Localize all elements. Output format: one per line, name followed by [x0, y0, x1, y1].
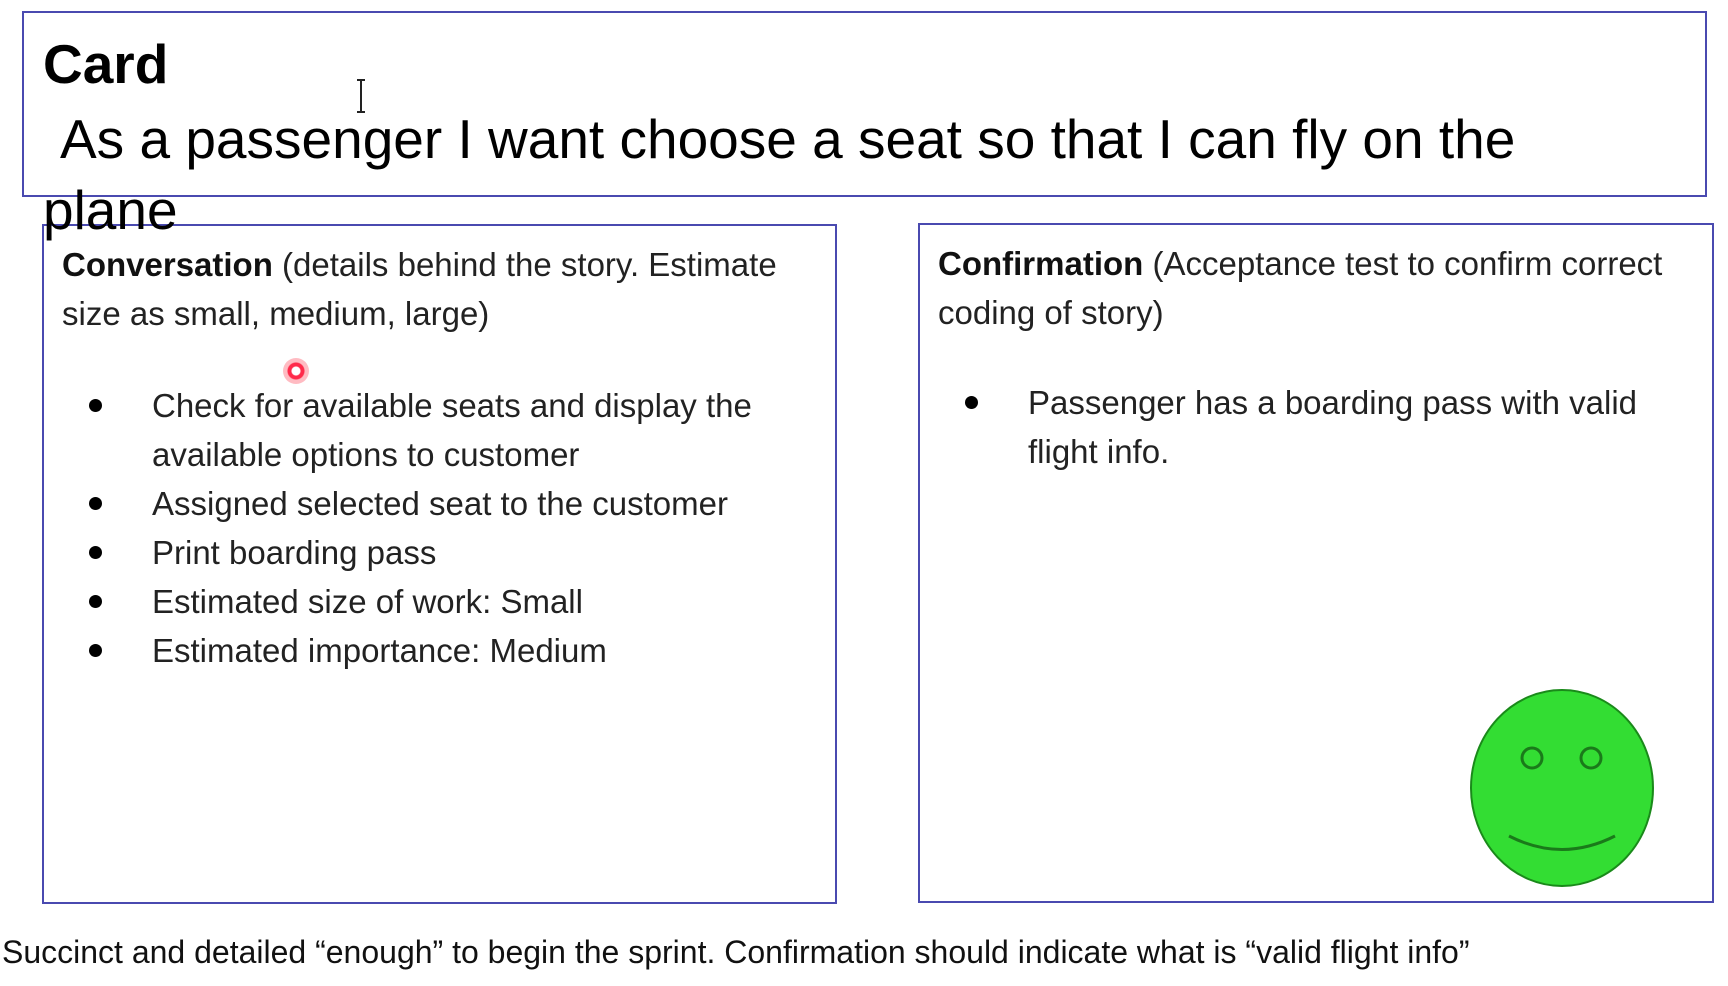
- footer-note: Succinct and detailed “enough” to begin …: [2, 934, 1470, 970]
- confirmation-list: Passenger has a boarding pass with valid…: [920, 378, 1680, 476]
- list-item: Estimated importance: Medium: [44, 626, 792, 675]
- bullet-icon: [89, 399, 102, 412]
- user-story-text: As a passenger I want choose a seat so t…: [43, 108, 1516, 241]
- conversation-box: Conversation (details behind the story. …: [42, 224, 837, 904]
- text-cursor-icon: [357, 79, 365, 113]
- conversation-heading-rest: (details behind the story. Estimate size…: [62, 246, 777, 332]
- list-item-text: Assigned selected seat to the customer: [152, 485, 728, 522]
- confirmation-heading-rest: (Acceptance test to confirm correct codi…: [938, 245, 1663, 331]
- card-box: Card As a passenger I want choose a seat…: [22, 11, 1707, 241]
- list-item: Print boarding pass: [44, 528, 792, 577]
- list-item: Check for available seats and display th…: [44, 381, 792, 479]
- confirmation-heading-bold: Confirmation: [938, 245, 1144, 282]
- bullet-icon: [89, 644, 102, 657]
- list-item-text: Print boarding pass: [152, 534, 437, 571]
- list-item: Estimated size of work: Small: [44, 577, 792, 626]
- bullet-icon: [965, 396, 978, 409]
- smiley-face-icon: [1470, 689, 1654, 887]
- conversation-heading: Conversation (details behind the story. …: [62, 240, 802, 338]
- list-item: Assigned selected seat to the customer: [44, 479, 792, 528]
- list-item: Passenger has a boarding pass with valid…: [920, 378, 1688, 476]
- laser-pointer-icon: [283, 358, 309, 384]
- list-item-text: Estimated importance: Medium: [152, 632, 607, 669]
- conversation-heading-bold: Conversation: [62, 246, 273, 283]
- list-item-text: Estimated size of work: Small: [152, 583, 583, 620]
- list-item-text: Passenger has a boarding pass with valid…: [1028, 384, 1638, 470]
- bullet-icon: [89, 546, 102, 559]
- list-item-text: Check for available seats and display th…: [152, 387, 752, 473]
- bullet-icon: [89, 497, 102, 510]
- bullet-icon: [89, 595, 102, 608]
- confirmation-heading: Confirmation (Acceptance test to confirm…: [938, 239, 1678, 337]
- conversation-list: Check for available seats and display th…: [44, 381, 804, 675]
- card-title: Card: [43, 33, 169, 95]
